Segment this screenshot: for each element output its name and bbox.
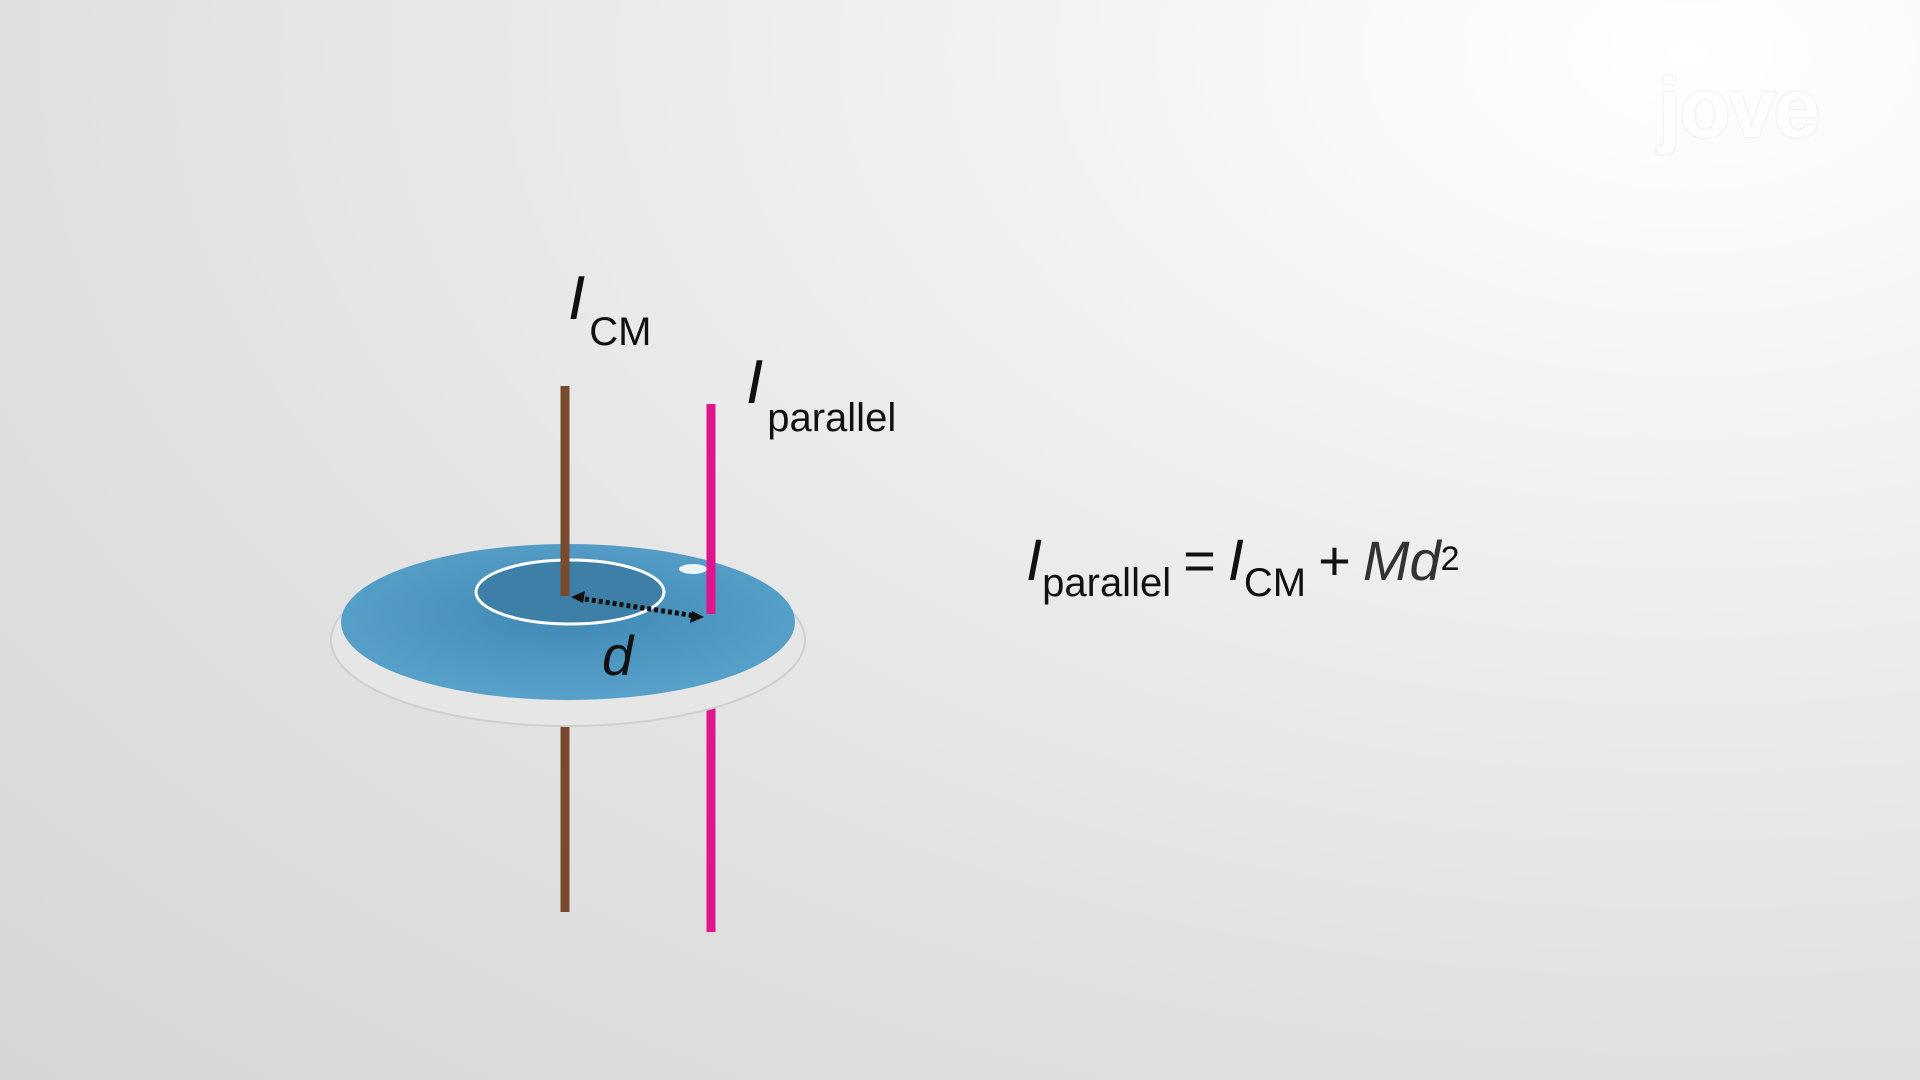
- distance-arrowhead-left: [571, 591, 585, 603]
- distance-label: d: [602, 624, 634, 687]
- eq-equals: =: [1183, 529, 1216, 592]
- i-parallel-label: Iparallel: [746, 352, 896, 439]
- parallel-axis-equation: Iparallel=ICM+Md2: [1026, 529, 1460, 604]
- i-parallel-symbol: I: [746, 348, 764, 417]
- distance-arrowhead-right: [690, 611, 704, 623]
- eq-term2-exponent: 2: [1440, 540, 1460, 578]
- eq-plus: +: [1318, 529, 1351, 592]
- eq-term1-subscript: CM: [1243, 561, 1307, 605]
- eq-term2: Md: [1362, 529, 1441, 592]
- i-cm-subscript: CM: [589, 310, 652, 354]
- eq-lhs-symbol: I: [1026, 528, 1043, 593]
- eq-lhs-subscript: parallel: [1042, 561, 1172, 605]
- disk-inner-circle: [474, 558, 666, 626]
- distance-arrow-line: [577, 595, 697, 619]
- jove-logo: jove: [1658, 61, 1820, 155]
- eq-term1-symbol: I: [1227, 528, 1244, 593]
- i-parallel-subscript: parallel: [767, 396, 897, 440]
- disk-highlight: [679, 564, 707, 574]
- i-cm-symbol: I: [568, 264, 586, 333]
